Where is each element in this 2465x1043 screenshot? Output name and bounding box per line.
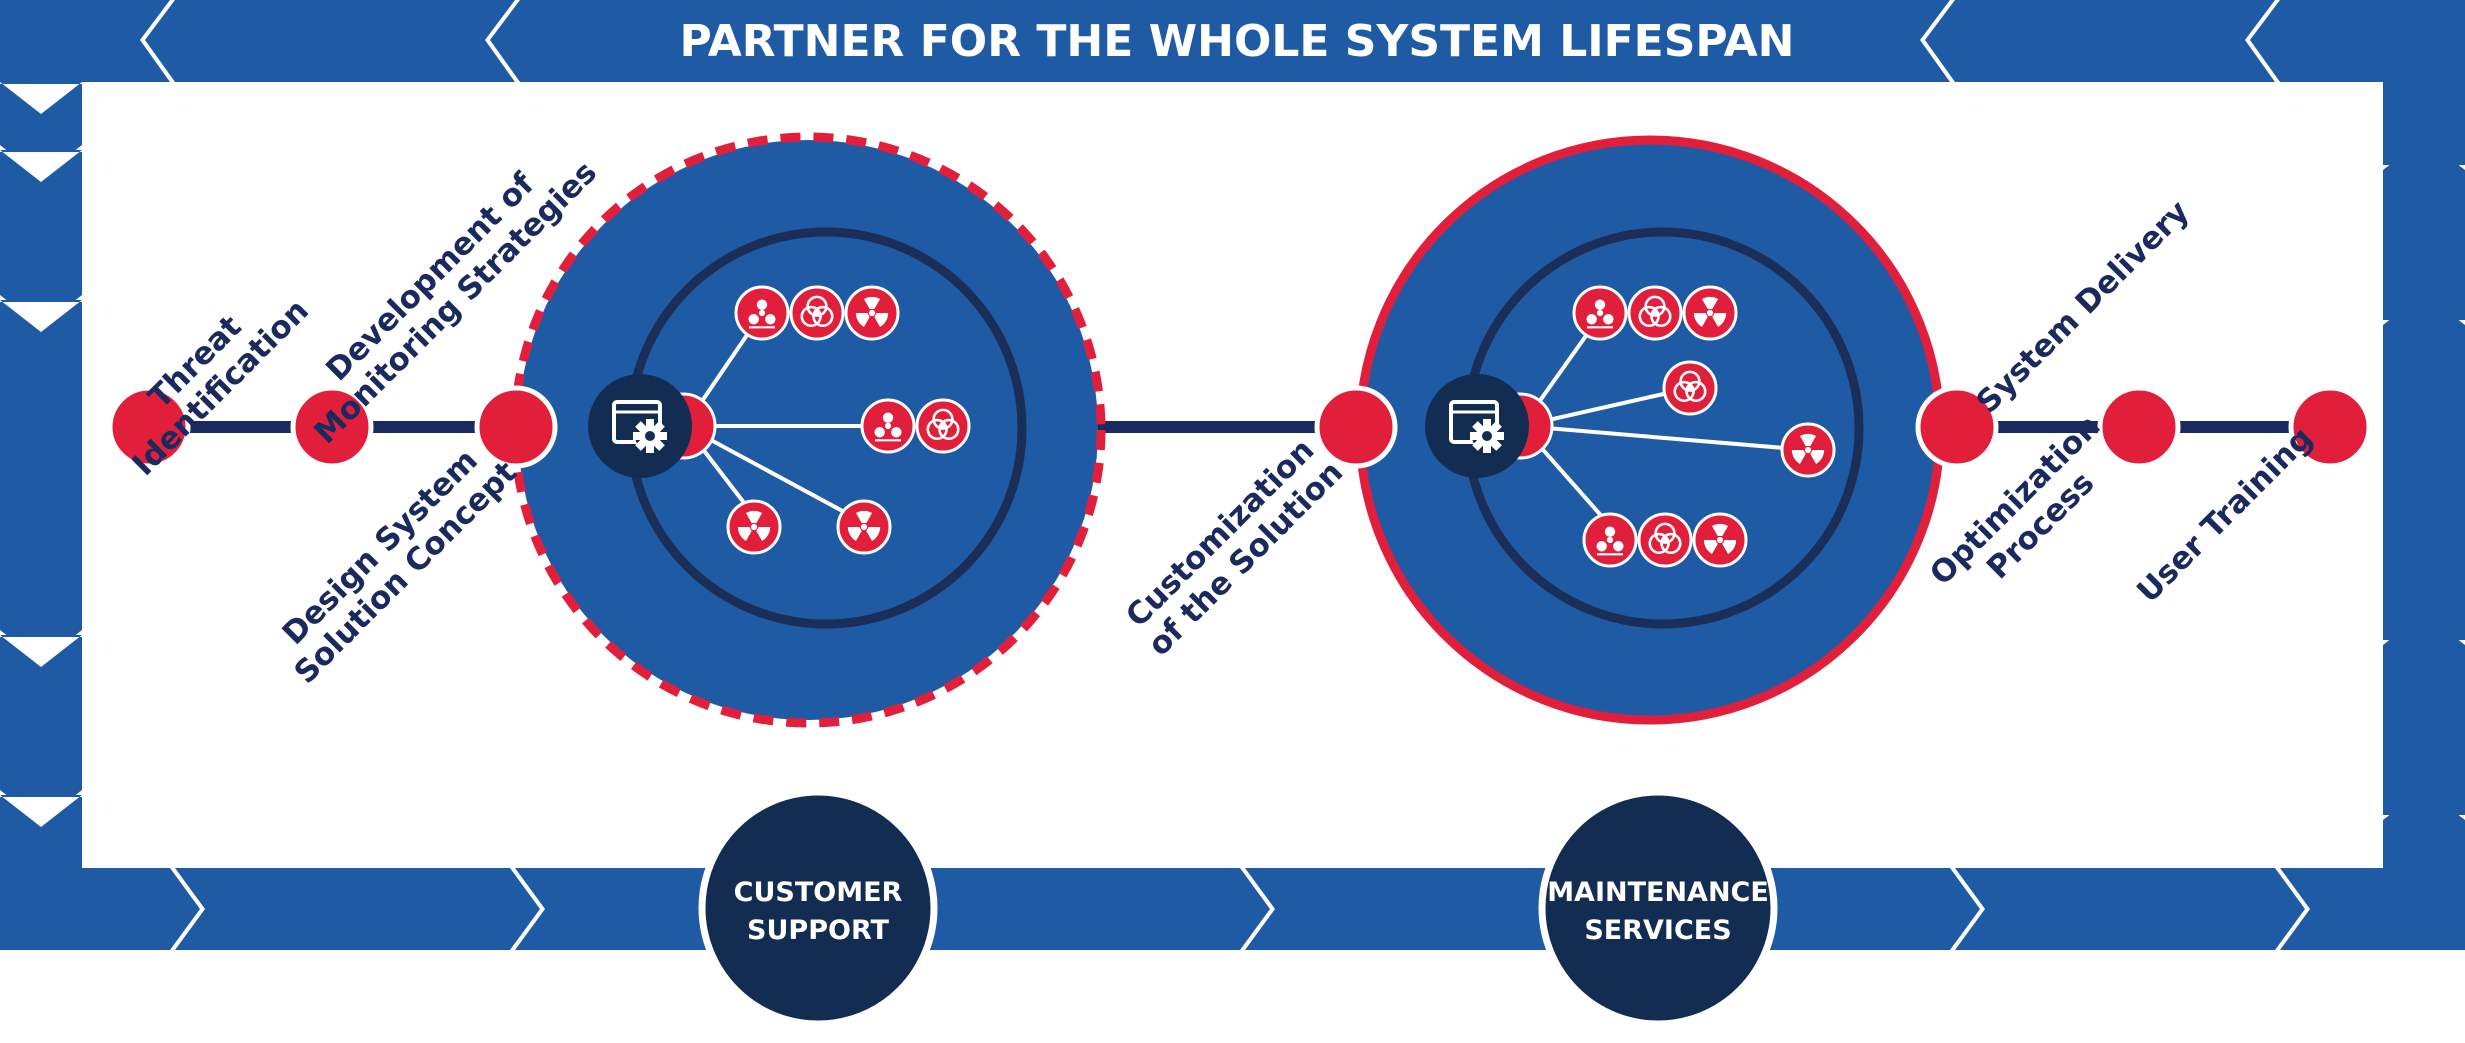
right-chevron [2383,50,2465,165]
solution-circles [510,132,1945,728]
right-chevron [2383,293,2465,640]
radiation-icon [1780,422,1836,478]
left-chevron [0,300,82,662]
timeline-node [1915,385,1999,469]
chemical-hazard-icon [734,285,790,341]
service-label-line: MAINTENANCE [1547,877,1769,908]
timeline-node [2288,385,2372,469]
service-circle [1538,788,1778,1028]
biohazard-icon [915,398,971,454]
service-badges: CUSTOMER SUPPORT MAINTENANCE SERVICES [698,788,1778,1028]
timeline-node [1314,385,1398,469]
content-panel [82,82,2383,868]
right-chevron [2383,788,2465,868]
page-title: PARTNER FOR THE WHOLE SYSTEM LIFESPAN [679,16,1794,67]
left-chevron-notch [0,300,82,332]
timeline [108,421,2358,433]
timeline-nodes [107,385,2372,469]
timeline-node [107,385,191,469]
biohazard-icon [1637,512,1693,568]
biohazard-icon [789,285,845,341]
left-chevron-notch [0,82,82,114]
top-chevron [1925,0,2275,82]
chemical-hazard-icon [1572,285,1628,341]
left-chevron [0,635,82,822]
service-circle [698,788,938,1028]
chemical-hazard-icon [1582,512,1638,568]
bottom-chevron [1955,868,2305,950]
right-chevron [2383,138,2465,320]
solution-circle-1-dashed-border [510,132,1106,728]
top-chevron [0,0,170,82]
top-chevron [145,0,515,82]
radiation-icon [726,499,782,555]
settings-window-icon [1425,374,1529,478]
chemical-hazard-icon [860,398,916,454]
left-chevron [0,795,82,900]
customer-support-badge: CUSTOMER SUPPORT [698,788,938,1028]
biohazard-icon [1627,285,1683,341]
left-chevron-notch [0,635,82,667]
settings-window-icon [588,374,692,478]
top-chevron [490,0,1950,82]
radiation-icon [836,499,892,555]
radiation-icon [844,285,900,341]
service-label: MAINTENANCE SERVICES [1547,877,1769,946]
radiation-icon [1682,285,1738,341]
timeline-node [474,385,558,469]
biohazard-icon [1662,360,1718,416]
service-label-line: SERVICES [1584,915,1731,946]
maintenance-services-badge: MAINTENANCE SERVICES [1538,788,1778,1028]
bottom-chevron [2280,868,2465,950]
service-label: CUSTOMER SUPPORT [734,877,903,946]
connector-line [1521,424,1809,452]
bottom-chevron [175,868,540,950]
title-group: PARTNER FOR THE WHOLE SYSTEM LIFESPAN [679,16,1794,67]
left-chevron-notch [0,795,82,827]
service-label-line: SUPPORT [747,915,889,946]
timeline-node [290,385,374,469]
left-chevron-notch [0,150,82,182]
service-label-line: CUSTOMER [734,877,903,908]
right-chevron [2383,613,2465,815]
radiation-icon [1692,512,1748,568]
left-chevron [0,150,82,327]
timeline-node [2097,385,2181,469]
timeline-line [108,421,2358,433]
